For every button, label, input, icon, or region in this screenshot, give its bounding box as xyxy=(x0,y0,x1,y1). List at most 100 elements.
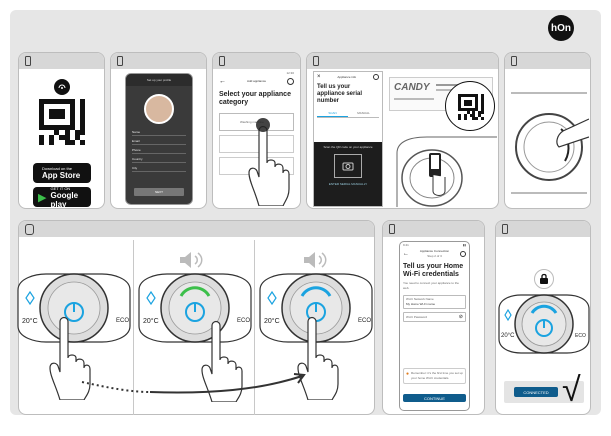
wifi-screen-title: Appliance Connection xyxy=(419,249,450,253)
enter-serial-manually-link[interactable]: ENTER SERIAL MANUALLY xyxy=(328,182,368,186)
help-icon[interactable] xyxy=(460,251,466,257)
profile-phone-screen: Set up your profile Name Email Phone Cou… xyxy=(125,73,193,205)
profile-field-name[interactable]: Name xyxy=(132,130,186,136)
wifi-password-label: Wi-Fi Password xyxy=(406,314,428,319)
wifi-screen-subtitle: Step 2 of 3 xyxy=(427,254,442,258)
phone-icon xyxy=(25,56,31,66)
status-time: 9:41 xyxy=(403,243,409,247)
wifi-heading: Tell us your Home Wi-Fi credentials xyxy=(403,263,464,278)
tab-scan[interactable]: SCAN xyxy=(317,111,348,117)
dial-divider xyxy=(254,240,255,415)
phone-icon xyxy=(511,56,517,66)
checkmark-icon: √ xyxy=(562,371,581,409)
step-header xyxy=(19,53,104,69)
google-play-line2: Google play xyxy=(50,190,79,209)
finger-press-illustration xyxy=(297,316,339,400)
category-screen-title: Add appliance xyxy=(246,79,266,83)
step-header xyxy=(111,53,206,69)
dial-eco-label: ECO xyxy=(575,333,586,339)
dial-temp-label: 20°C xyxy=(264,318,280,325)
sequence-arrow xyxy=(81,373,306,394)
tab-manual[interactable]: MANUAL xyxy=(357,111,370,115)
profile-field-email[interactable]: Email xyxy=(132,139,186,145)
wifi-description: You need to connect your appliance to th… xyxy=(403,281,459,290)
hon-logo: hOn xyxy=(548,15,574,41)
help-icon[interactable] xyxy=(286,78,294,85)
dial-temp-label: 20°C xyxy=(22,318,38,325)
finger-press-illustration xyxy=(49,316,91,400)
step-wifi-credentials: 9:41 ▮▮ ← Appliance Connection Step 2 of… xyxy=(382,220,485,415)
profile-field-city[interactable]: City xyxy=(132,166,186,172)
lock-badge xyxy=(534,269,554,289)
app-store-line1: Download on the xyxy=(42,166,73,171)
serial-qr-code xyxy=(458,94,484,120)
phone-icon xyxy=(117,56,123,66)
camera-icon xyxy=(342,162,354,171)
profile-screen-title: Set up your profile xyxy=(146,77,172,82)
profile-field-phone[interactable]: Phone xyxy=(132,148,186,154)
step-create-profile: Set up your profile Name Email Phone Cou… xyxy=(110,52,207,209)
dial-eco-label: ECO xyxy=(237,318,251,324)
wifi-notice-text: Remember: it's the first time you set up… xyxy=(411,371,463,380)
qr-magnifier xyxy=(445,81,495,131)
avatar[interactable] xyxy=(144,94,174,124)
hand-release-illustration xyxy=(201,320,243,402)
dial-panel-2: 20°C ECO xyxy=(137,270,253,346)
hon-app-icon xyxy=(54,79,70,95)
step-connected: 20°C ECO CONNECTED √ xyxy=(495,220,591,415)
app-store-line2: App Store xyxy=(42,171,81,180)
tapping-hand-illustration xyxy=(248,118,290,206)
speaker-icon xyxy=(304,252,327,268)
continue-label: CONTINUE xyxy=(424,395,445,401)
washing-machine-front-illustration xyxy=(511,92,589,194)
step-header xyxy=(496,221,590,237)
dial-panel-3: 20°C ECO xyxy=(258,270,374,346)
back-arrow-icon[interactable]: ← xyxy=(403,251,409,257)
continue-button[interactable]: CONTINUE xyxy=(403,394,466,402)
step-header xyxy=(505,53,590,69)
camera-view: Scan the QR code on your appliance ENTER… xyxy=(314,142,382,206)
dial-eco-label: ECO xyxy=(358,318,372,324)
hon-logo-text: hOn xyxy=(551,22,571,34)
phone-icon xyxy=(389,224,395,234)
play-icon: ▶ xyxy=(38,191,47,204)
category-item[interactable] xyxy=(219,135,294,153)
serial-phone-screen: × Appliance info Tell us your appliance … xyxy=(313,71,383,207)
wifi-network-field[interactable]: Wi-Fi Network Name My Home Wi-Fi name xyxy=(403,295,466,309)
phone-icon xyxy=(219,56,225,66)
wifi-network-value: My Home Wi-Fi name xyxy=(406,302,436,306)
profile-field-country[interactable]: Country xyxy=(132,157,186,163)
wifi-notice: ● Remember: it's the first time you set … xyxy=(403,368,466,384)
scan-hint: Scan the QR code on your appliance xyxy=(323,145,373,149)
step-header xyxy=(213,53,300,69)
category-heading: Select your appliance category xyxy=(219,91,291,106)
dial-divider xyxy=(133,240,134,415)
status-time: 12:30 xyxy=(286,71,294,75)
wifi-phone-screen: 9:41 ▮▮ ← Appliance Connection Step 2 of… xyxy=(399,241,470,411)
wifi-password-field[interactable]: Wi-Fi Password ⊘ xyxy=(403,312,466,322)
back-arrow-icon[interactable]: ← xyxy=(219,78,226,85)
step-open-door xyxy=(504,52,591,209)
dial-temp-label: 20°C xyxy=(143,318,159,325)
serial-screen-title: Appliance info xyxy=(337,74,357,79)
wifi-network-label: Wi-Fi Network Name xyxy=(406,297,434,301)
camera-frame[interactable] xyxy=(334,154,362,178)
download-qr-code[interactable] xyxy=(39,99,85,145)
dial-panel-connected: 20°C ECO xyxy=(497,291,590,357)
phone-icon xyxy=(313,56,319,66)
google-play-line1: GET IT ON xyxy=(50,185,71,191)
step-select-category: 12:30 ← Add appliance Select your applia… xyxy=(212,52,301,209)
candy-brand-label: CANDY xyxy=(394,82,430,93)
category-item-washing-machine[interactable]: Washing machine xyxy=(219,113,294,131)
dial-icon xyxy=(25,223,34,235)
step-header xyxy=(19,221,374,237)
phone-icon xyxy=(502,224,508,234)
eye-off-icon[interactable]: ⊘ xyxy=(458,314,463,320)
step-header xyxy=(383,221,484,237)
profile-next-button[interactable]: NEXT xyxy=(134,188,184,196)
close-icon[interactable]: × xyxy=(317,74,321,80)
help-icon[interactable] xyxy=(373,74,379,80)
